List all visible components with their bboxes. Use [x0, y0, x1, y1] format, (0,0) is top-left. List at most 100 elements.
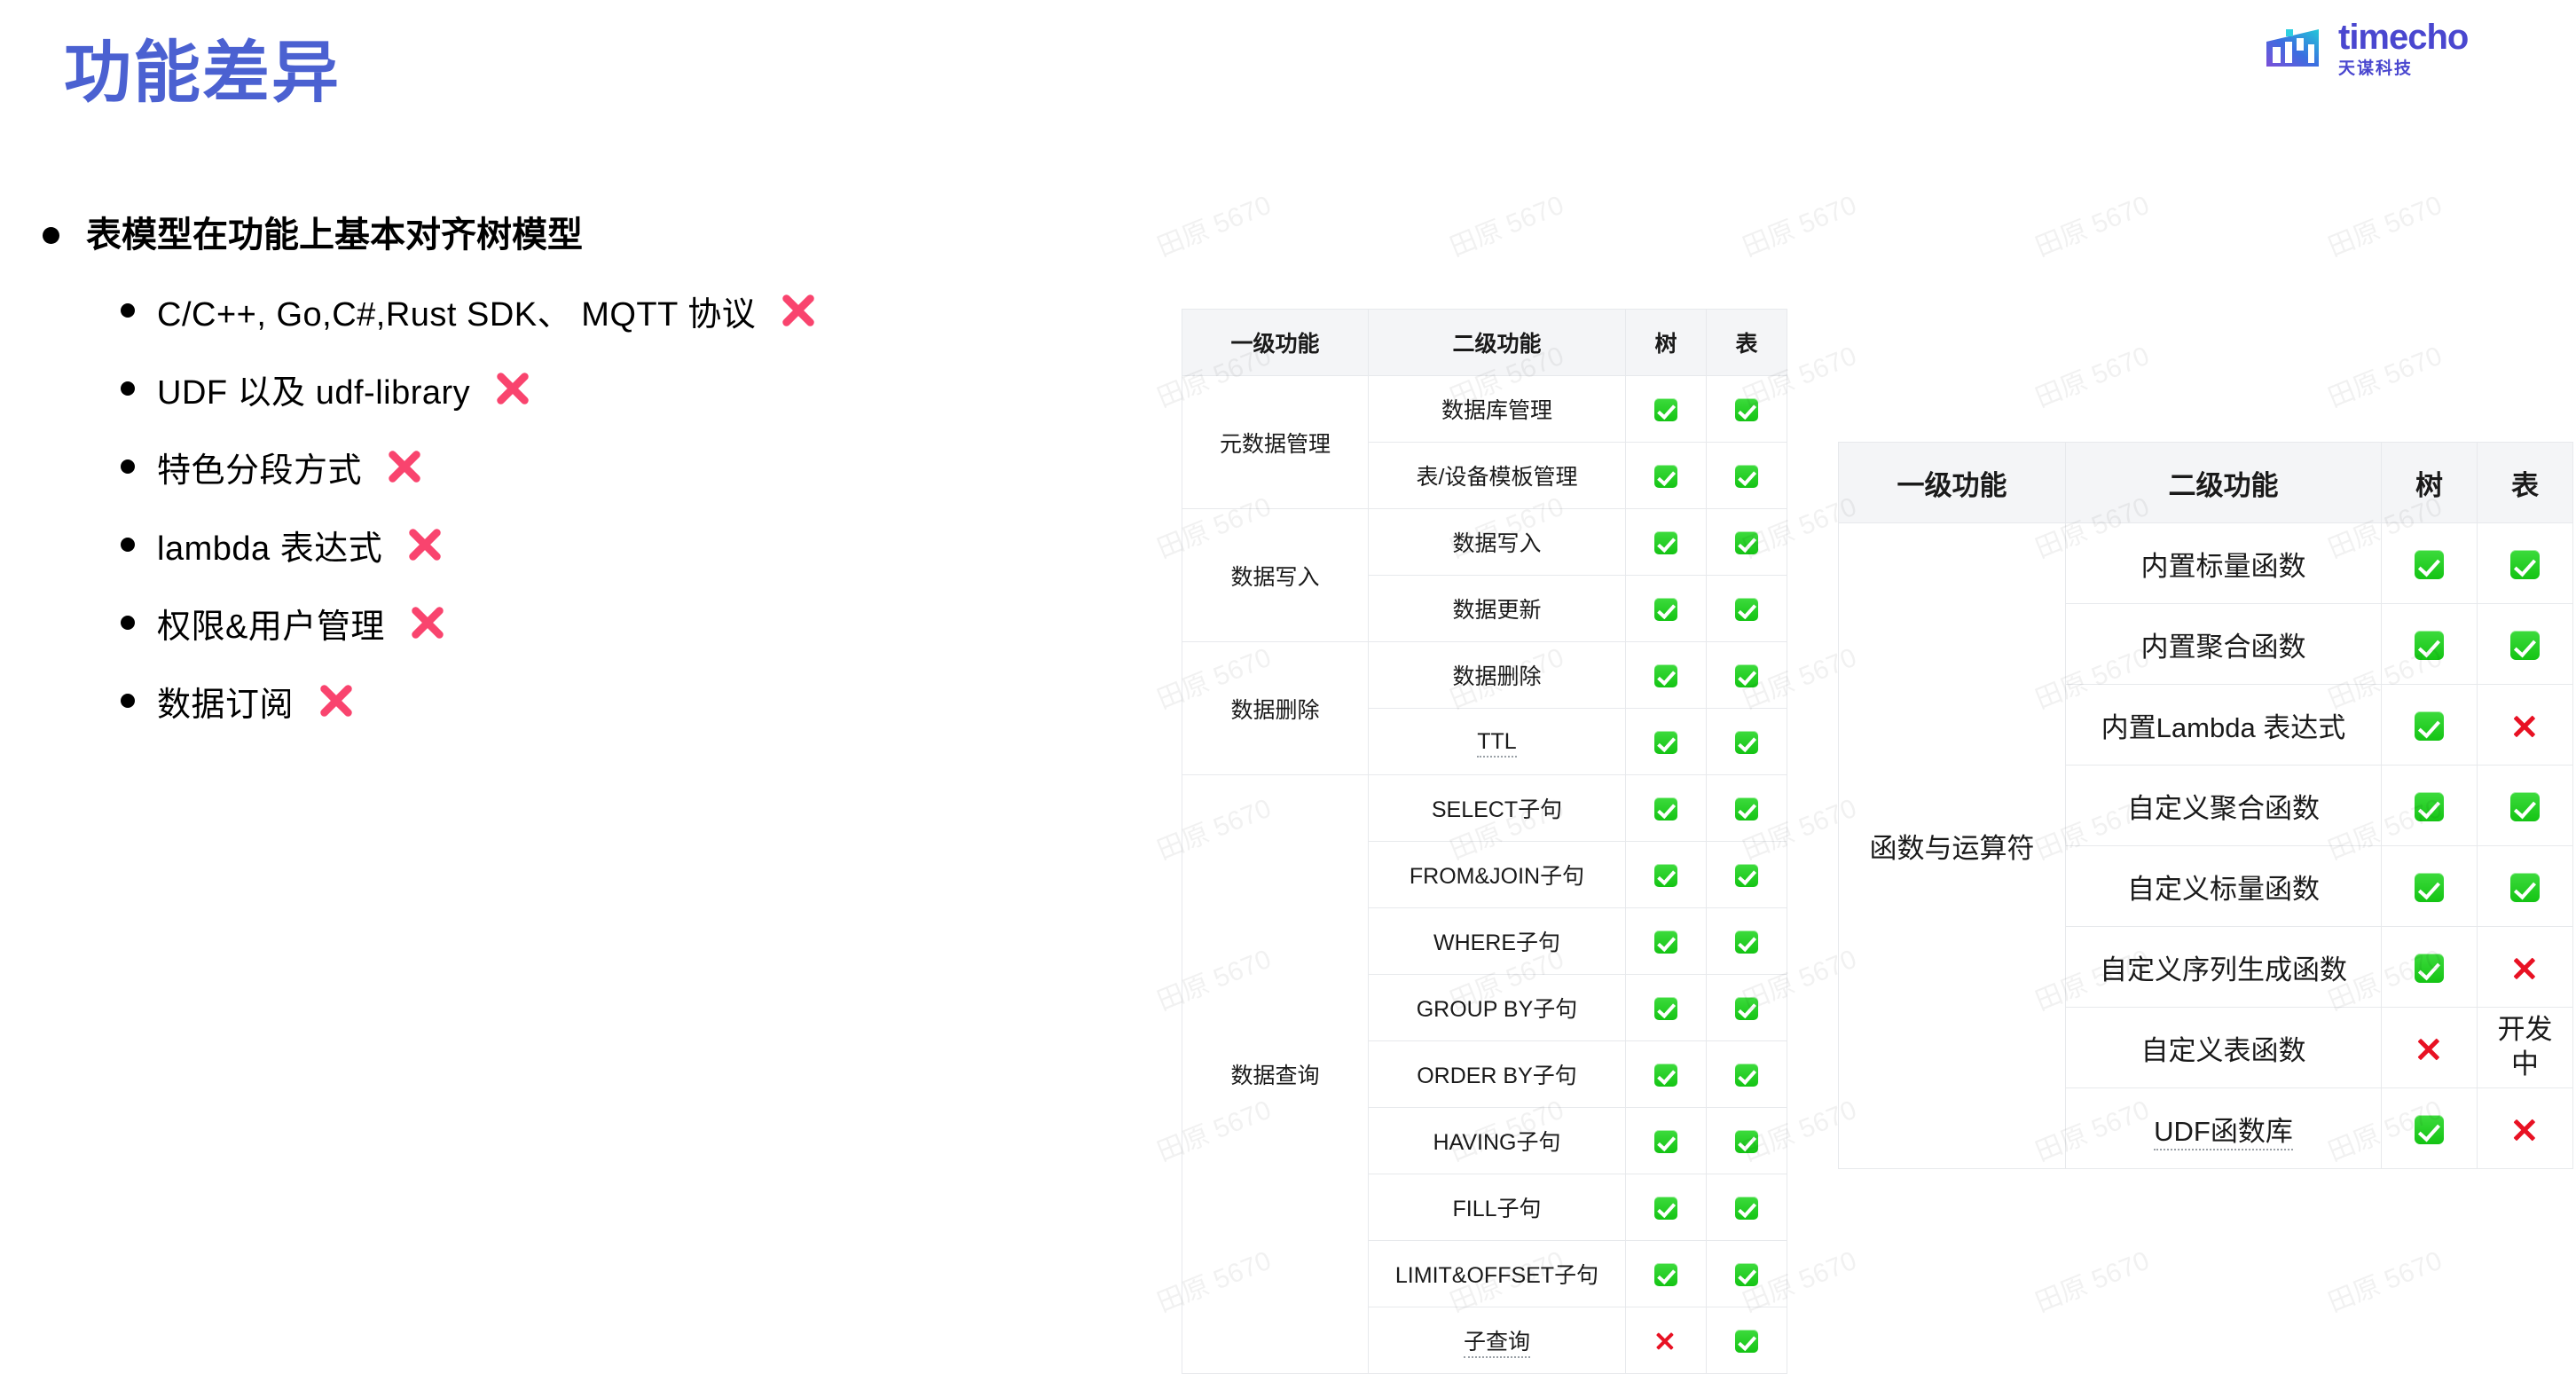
- sub-bullet-label: 特色分段方式: [157, 451, 363, 490]
- tree-support-cell: [2381, 765, 2478, 846]
- check-icon: [2415, 792, 2444, 822]
- feature-label: 自定义聚合函数: [2127, 792, 2320, 824]
- feature-label: ORDER BY子句: [1417, 1064, 1577, 1088]
- check-icon: [1653, 530, 1678, 555]
- check-icon: [1734, 663, 1759, 688]
- table-support-cell: [1706, 508, 1787, 576]
- table-support-cell: [1706, 575, 1787, 642]
- table-row: 自定义表函数 开发中: [1839, 1007, 2573, 1088]
- logo-wordmark-cn: 天谋科技: [2338, 59, 2414, 78]
- tree-support-cell: [1625, 974, 1707, 1041]
- watermark: 田原 5670: [2031, 1245, 2154, 1318]
- check-icon: [1653, 1129, 1678, 1154]
- table-support-cell: [2477, 765, 2573, 846]
- bullet-dot-icon: [121, 303, 135, 318]
- page-title: 功能差异: [64, 35, 341, 111]
- table-support-cell: [1706, 1240, 1787, 1307]
- table-support-cell: [1706, 1174, 1787, 1241]
- table-support-cell: [1706, 641, 1787, 709]
- tree-support-cell: [1625, 1240, 1707, 1307]
- table-support-cell: 开发中: [2477, 1007, 2573, 1088]
- table-support-cell: [1706, 1307, 1787, 1374]
- feature-label: LIMIT&OFFSET子句: [1394, 1263, 1599, 1288]
- table-row: 内置Lambda 表达式: [1839, 684, 2573, 766]
- check-icon: [1734, 797, 1759, 821]
- table-support-cell: [1706, 708, 1787, 775]
- feature-label: 表/设备模板管理: [1416, 465, 1578, 490]
- table-support-cell: [2477, 926, 2573, 1008]
- bullet-dot-icon: [121, 381, 135, 396]
- check-icon: [2415, 631, 2444, 661]
- group-cell: 数据查询: [1182, 774, 1369, 1374]
- list-item: C/C++, Go,C#,Rust SDK、 MQTT 协议: [121, 282, 814, 339]
- feature-cell: TTL: [1368, 708, 1626, 775]
- check-icon: [2510, 550, 2540, 580]
- check-icon: [2415, 873, 2444, 903]
- check-icon: [1653, 1063, 1678, 1087]
- table-support-cell: [1706, 442, 1787, 509]
- feature-cell: HAVING子句: [1368, 1107, 1626, 1174]
- table-row: 数据写入数据写入: [1182, 508, 1787, 642]
- check-icon: [1734, 1129, 1759, 1154]
- table-header-row: 一级功能 二级功能 树 表: [1838, 442, 2573, 523]
- tree-support-cell: [1625, 841, 1707, 908]
- check-icon: [1734, 930, 1759, 954]
- feature-label: 数据更新: [1452, 598, 1542, 623]
- check-icon: [1653, 797, 1678, 821]
- status-text: 开发中: [2497, 1014, 2553, 1080]
- check-icon: [1653, 863, 1678, 888]
- feature-cell: ORDER BY子句: [1368, 1040, 1626, 1108]
- main-bullet: 表模型在功能上基本对齐树模型: [43, 213, 681, 257]
- cross-icon: [409, 529, 441, 561]
- feature-cell: 自定义标量函数: [2065, 845, 2382, 927]
- feature-cell: UDF函数库: [2065, 1087, 2382, 1169]
- feature-label: 内置Lambda 表达式: [2101, 711, 2346, 743]
- tree-support-cell: [1625, 575, 1707, 642]
- check-icon: [1734, 1329, 1759, 1354]
- tree-support-cell: [1625, 641, 1707, 709]
- check-icon: [1734, 1262, 1759, 1287]
- table-support-cell: [2477, 1087, 2573, 1169]
- tree-support-cell: [2381, 522, 2478, 604]
- tree-support-cell: [2381, 1007, 2478, 1088]
- watermark: 田原 5670: [1153, 190, 1276, 263]
- check-icon: [1653, 597, 1678, 622]
- feature-cell: 数据库管理: [1368, 375, 1626, 443]
- table-row: LIMIT&OFFSET子句: [1182, 1240, 1787, 1307]
- watermark: 田原 5670: [2031, 341, 2154, 413]
- table-support-cell: [1706, 375, 1787, 443]
- bullet-dot-icon: [121, 616, 135, 630]
- table-row: 表/设备模板管理: [1182, 442, 1787, 509]
- table-row: 数据删除数据删除: [1182, 641, 1787, 775]
- check-icon: [2510, 792, 2540, 822]
- table-support-cell: [1706, 841, 1787, 908]
- check-icon: [1653, 464, 1678, 489]
- feature-cell: 表/设备模板管理: [1368, 442, 1626, 509]
- cross-icon: [389, 451, 420, 483]
- column-header-primary: 一级功能: [1182, 309, 1369, 376]
- table-support-cell: [1706, 974, 1787, 1041]
- check-icon: [1734, 530, 1759, 555]
- feature-cell: 自定义表函数: [2065, 1007, 2382, 1088]
- feature-cell: 内置Lambda 表达式: [2065, 684, 2382, 766]
- cross-icon: [2510, 1115, 2540, 1144]
- tree-support-cell: [2381, 684, 2478, 766]
- bullet-dot-icon: [121, 538, 135, 552]
- feature-label: WHERE子句: [1433, 930, 1561, 955]
- feature-comparison-table-1: 一级功能 二级功能 树 表 元数据管理数据库管理表/设备模板管理数据写入数据写入…: [1182, 309, 1787, 1374]
- feature-cell: WHERE子句: [1368, 907, 1626, 975]
- watermark: 田原 5670: [1739, 190, 1861, 263]
- tree-support-cell: [2381, 1087, 2478, 1169]
- table-row: FILL子句: [1182, 1174, 1787, 1241]
- sub-bullet-label: 数据订阅: [157, 686, 295, 724]
- feature-label: FILL子句: [1452, 1197, 1542, 1221]
- table-row: UDF函数库: [1839, 1087, 2573, 1169]
- list-item: lambda 表达式: [121, 516, 681, 573]
- feature-comparison-table-2: 一级功能 二级功能 树 表 函数与运算符内置标量函数内置聚合函数内置Lambda…: [1838, 442, 2573, 1169]
- tree-support-cell: [1625, 1174, 1707, 1241]
- check-icon: [2415, 711, 2444, 742]
- logo-wordmark: timecho 天谋科技: [2338, 18, 2469, 78]
- table-row: 数据更新: [1182, 575, 1787, 642]
- feature-cell: FILL子句: [1368, 1174, 1626, 1241]
- logo-wordmark-en: timecho: [2338, 18, 2469, 57]
